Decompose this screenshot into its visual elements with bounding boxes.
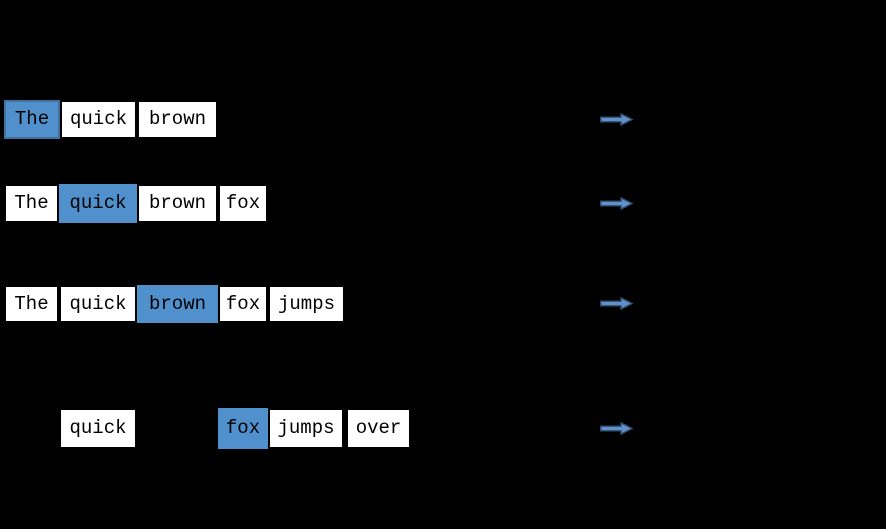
word-box-over: over	[346, 408, 411, 449]
word-box-brown: brown	[137, 100, 218, 139]
word-box-the: The	[4, 100, 60, 139]
word-box-quick: quick	[60, 100, 137, 139]
word-box-quick: quick	[59, 408, 137, 449]
word-box-fox: fox	[218, 408, 268, 449]
word-box-brown: brown	[137, 184, 218, 223]
word-box-fox: fox	[218, 184, 268, 223]
word-box-quick: quick	[59, 184, 137, 223]
word-box-jumps: jumps	[268, 285, 345, 323]
right-block-arrow-icon	[600, 422, 633, 435]
word-box-the: The	[4, 184, 59, 223]
word-box-jumps: jumps	[268, 408, 344, 449]
word-box-fox: fox	[218, 285, 268, 323]
word-box-quick: quick	[59, 285, 137, 323]
word-box-the: The	[4, 285, 59, 323]
word-box-brown: brown	[137, 285, 218, 323]
right-block-arrow-icon	[600, 113, 633, 126]
right-block-arrow-icon	[600, 297, 633, 310]
right-block-arrow-icon	[600, 197, 633, 210]
